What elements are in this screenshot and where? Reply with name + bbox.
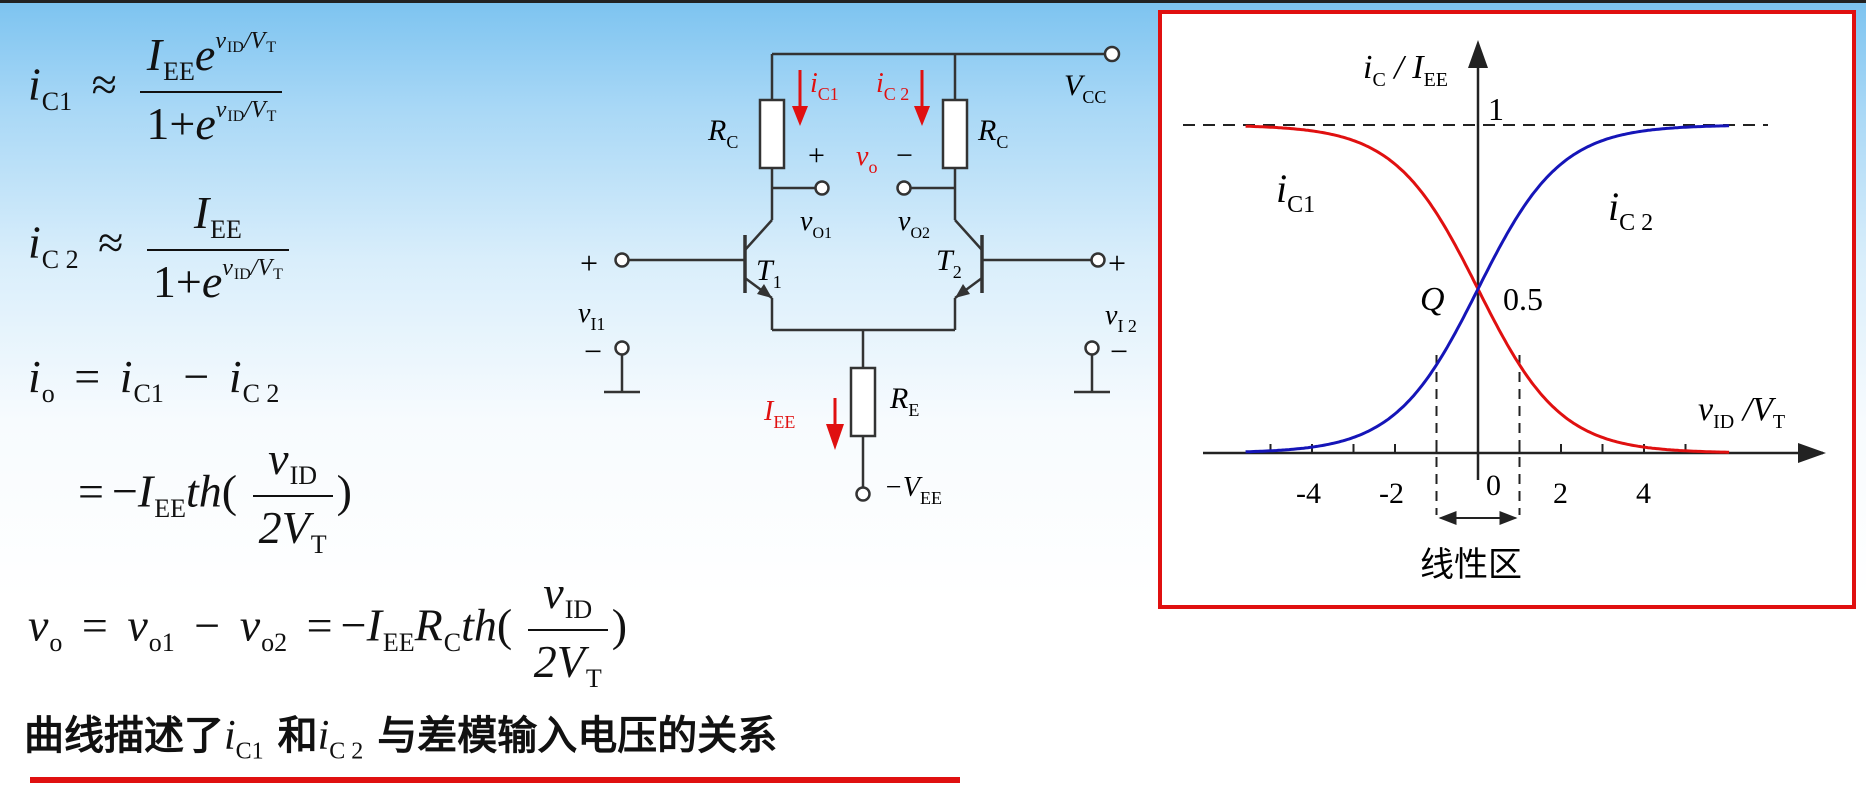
series-ic1-label: iC1 — [1276, 166, 1315, 218]
ic2-label: iC 2 — [876, 68, 909, 104]
vi2-minus-sign: − — [1110, 333, 1128, 369]
t1-label: T1 — [756, 254, 782, 292]
formula-ic2: iC 2 ≈ IEE 1+evID/VT — [28, 186, 293, 308]
formula-panel: iC1 ≈ IEEevID/VT 1+evID/VT iC 2 ≈ IEE 1+… — [0, 0, 627, 700]
caption-underline — [30, 777, 960, 783]
formula-vo: vo = vo1 − vo2 =−IEERCth( vID 2VT ) — [28, 567, 628, 693]
formula-ic1: iC1 ≈ IEEevID/VT 1+evID/VT — [28, 28, 286, 150]
half-label: 0.5 — [1503, 281, 1543, 317]
vi2-label: vI 2 — [1105, 300, 1137, 336]
rc-left-label: RC — [707, 114, 738, 152]
current-arrows — [798, 70, 924, 426]
x-tick-label: -4 — [1296, 477, 1321, 510]
vi1-label: vI1 — [578, 298, 605, 334]
linear-region-left-arrow-icon — [1438, 511, 1457, 525]
vo-plus-sign: + — [808, 139, 825, 172]
series-ic2-label: iC 2 — [1608, 184, 1653, 236]
t2-label: T2 — [936, 244, 962, 282]
differential-pair-circuit: VCC RC RC iC1 iC 2 + vo − vO1 vO2 T1 T2 … — [578, 45, 1137, 508]
linear-region-label: 线性区 — [1420, 546, 1522, 584]
vee-label: −VEE — [884, 472, 942, 508]
tick-label-zero: 0 — [1486, 469, 1501, 502]
slide-top-rule — [0, 0, 1866, 3]
series-ic2-line — [1245, 124, 1730, 454]
resistor-re — [849, 366, 877, 438]
q-point-label: Q — [1420, 281, 1445, 318]
circuit-wires — [604, 52, 1110, 488]
ic1-arrow-icon — [792, 106, 808, 126]
circuit-terminals — [614, 45, 1121, 502]
y-axis-label: iC / IEE — [1363, 49, 1448, 91]
resistor-rc-right — [941, 98, 969, 170]
tick-label-one: 1 — [1488, 91, 1504, 127]
formula-io-tanh: =−IEEth( vID 2VT ) — [78, 433, 352, 559]
ic1-label: iC1 — [810, 68, 839, 104]
vo-minus-sign: − — [896, 139, 913, 172]
vo1-label: vO1 — [800, 206, 832, 242]
formula-io: io = iC1 − iC 2 — [28, 351, 280, 408]
iee-arrow-icon — [826, 424, 844, 450]
ic-transfer-characteristic-chart: iC / IEE vID /VT 1 0.5 Q 0 iC1 iC 2 线性区 … — [1158, 10, 1856, 609]
ic2-arrow-icon — [914, 106, 930, 126]
t2-emitter-arrow — [955, 284, 970, 298]
resistor-rc-left — [758, 98, 786, 170]
x-tick-label: 4 — [1636, 477, 1651, 510]
vi1-plus-sign: + — [580, 245, 598, 281]
vo-label: vo — [856, 141, 877, 177]
slide-caption: 曲线描述了iC1 和iC 2 与差模输入电压的关系 — [24, 713, 778, 765]
re-label: RE — [889, 382, 919, 420]
rc-right-label: RC — [977, 114, 1008, 152]
t1-emitter-arrow — [757, 284, 772, 298]
x-tick-label: -2 — [1379, 477, 1404, 510]
series-ic1-line — [1245, 124, 1730, 454]
y-axis-arrow-icon — [1468, 40, 1488, 68]
vi1-minus-sign: − — [584, 333, 602, 369]
vcc-label: VCC — [1064, 69, 1106, 107]
iee-label: IEE — [763, 396, 795, 432]
x-axis-label: vID /VT — [1698, 391, 1785, 433]
vi2-plus-sign: + — [1108, 245, 1126, 281]
chart-frame — [1158, 10, 1856, 609]
linear-region-right-arrow-icon — [1499, 511, 1518, 525]
x-axis-arrow-icon — [1798, 443, 1826, 463]
x-tick-label: 2 — [1553, 477, 1568, 510]
vo2-label: vO2 — [898, 206, 930, 242]
